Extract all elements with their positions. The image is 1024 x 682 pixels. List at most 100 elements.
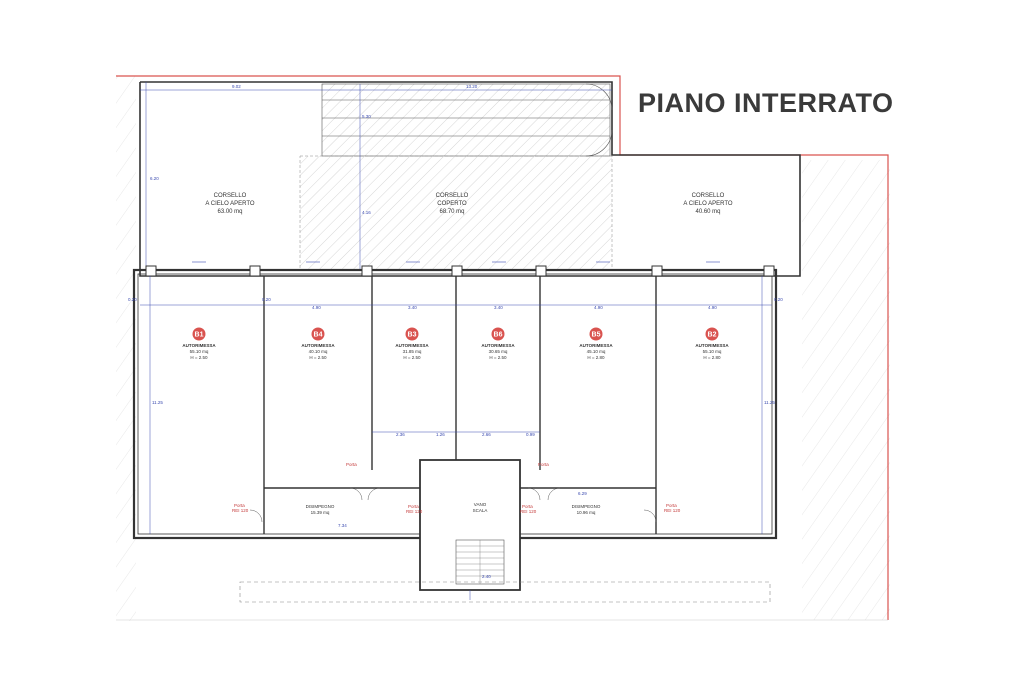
svg-text:CORSELLO: CORSELLO (436, 193, 469, 199)
surrounding-ground-left (116, 76, 136, 621)
corsello-label-3: CORSELLO A CIELO APERTO 40.60 mq (683, 193, 732, 215)
garage-b5: B5 AUTORIMESSA 45.10 mq H = 2.80 (579, 327, 613, 360)
gate-swing (585, 129, 613, 157)
svg-text:REI 120: REI 120 (232, 508, 249, 513)
dim-w-b2: 4.90 (708, 305, 717, 310)
svg-text:63.00 mq: 63.00 mq (217, 209, 242, 215)
stair-label-2: SCALA (473, 508, 488, 513)
svg-text:68.70 mq: 68.70 mq (439, 209, 464, 215)
dim-row-2: 1.26 (436, 432, 445, 437)
dim-disimp-right: 6.29 (578, 491, 587, 496)
corsello-outline (139, 81, 801, 277)
svg-text:40.60 mq: 40.60 mq (695, 209, 720, 215)
svg-text:H = 2.80: H = 2.80 (587, 355, 605, 360)
door-tag: Porta (538, 462, 549, 467)
svg-text:REI 120: REI 120 (406, 509, 423, 514)
svg-text:B6: B6 (494, 332, 503, 339)
badge-b4 (311, 327, 325, 341)
dim-corsello: 4.16 (362, 210, 371, 215)
svg-text:REI 120: REI 120 (664, 508, 681, 513)
dim-ramp: 5.30 (362, 114, 371, 119)
door-swing (643, 509, 657, 523)
pillar (145, 265, 157, 277)
pillar (451, 265, 463, 277)
pillar (249, 265, 261, 277)
svg-text:B5: B5 (592, 332, 601, 339)
svg-text:B3: B3 (408, 332, 417, 339)
dim-wall: 0.20 (262, 297, 271, 302)
dim-top-right: 13.20 (466, 84, 478, 89)
svg-text:AUTORIMESSA: AUTORIMESSA (395, 343, 429, 348)
external-footprint (239, 581, 771, 603)
garage-b1: B1 AUTORIMESSA 55.10 mq H = 2.50 (182, 327, 216, 360)
badge-b5 (589, 327, 603, 341)
svg-text:30.65 mq: 30.65 mq (489, 349, 508, 354)
dim-stair: 2.40 (482, 574, 491, 579)
garage-b6: B6 AUTORIMESSA 30.65 mq H = 2.50 (481, 327, 515, 360)
dim-row-4: 0.99 (526, 432, 535, 437)
badge-b6 (491, 327, 505, 341)
svg-text:AUTORIMESSA: AUTORIMESSA (579, 343, 613, 348)
garage-b3: B3 AUTORIMESSA 31.85 mq H = 2.50 (395, 327, 429, 360)
svg-text:CORSELLO: CORSELLO (692, 193, 725, 199)
svg-text:Porta: Porta (522, 504, 533, 509)
pillar (535, 265, 547, 277)
svg-text:H = 2.50: H = 2.50 (309, 355, 327, 360)
surrounding-ground-right (802, 160, 890, 620)
door-swing (349, 487, 363, 501)
svg-text:COPERTO: COPERTO (437, 201, 467, 207)
dim-h-right: 11.25 (764, 400, 775, 405)
svg-text:REI 120: REI 120 (520, 509, 537, 514)
svg-text:Porta: Porta (538, 462, 549, 467)
disimpegno-right: DISIMPEGNO 10.96 mq (572, 504, 601, 515)
svg-text:AUTORIMESSA: AUTORIMESSA (301, 343, 335, 348)
corsello-coperto-area (299, 155, 613, 271)
door-swing (249, 509, 263, 523)
svg-text:10.96 mq: 10.96 mq (577, 510, 596, 515)
dim-top-left: 9.02 (232, 84, 241, 89)
gate-swing (585, 83, 613, 111)
stair-core (419, 459, 521, 591)
svg-text:B1: B1 (195, 332, 204, 339)
badge-b1 (192, 327, 206, 341)
svg-text:15.39 mq: 15.39 mq (311, 510, 330, 515)
svg-text:Porta: Porta (234, 503, 245, 508)
svg-text:40.10 mq: 40.10 mq (309, 349, 328, 354)
dim-w-b5: 4.90 (594, 305, 603, 310)
svg-text:H = 2.50: H = 2.50 (403, 355, 421, 360)
pillar (361, 265, 373, 277)
badge-b3 (405, 327, 419, 341)
pillar (763, 265, 775, 277)
dim-w-b4: 4.90 (312, 305, 321, 310)
dim-h-left: 11.25 (152, 400, 163, 405)
door-swing (527, 487, 541, 501)
svg-text:55.10 mq: 55.10 mq (703, 349, 722, 354)
garage-b4: B4 AUTORIMESSA 40.10 mq H = 2.50 (301, 327, 335, 360)
badge-b2 (705, 327, 719, 341)
dim-disimp-left: 7.34 (338, 523, 347, 528)
svg-text:Porta: Porta (666, 503, 677, 508)
svg-text:H = 2.50: H = 2.50 (190, 355, 208, 360)
dim-w-b3: 3.40 (408, 305, 417, 310)
disimpegno-left: DISIMPEGNO 15.39 mq (306, 504, 335, 515)
door-swing (547, 487, 561, 501)
garage-b2: B2 AUTORIMESSA 55.10 mq H = 2.80 (695, 327, 729, 360)
corsello-label-1: CORSELLO A CIELO APERTO 63.00 mq (205, 193, 254, 215)
svg-text:DISIMPEGNO: DISIMPEGNO (572, 504, 601, 509)
stair-label-1: VANO (474, 502, 487, 507)
stair-steps (456, 540, 504, 584)
dim-w-b6: 3.40 (494, 305, 503, 310)
svg-text:45.10 mq: 45.10 mq (587, 349, 606, 354)
door-tag: Porta (346, 462, 357, 467)
svg-text:Porta: Porta (346, 462, 357, 467)
dim-row-3: 2.66 (482, 432, 491, 437)
svg-text:A CIELO APERTO: A CIELO APERTO (205, 201, 254, 207)
dim-wall-left: 0.20 (128, 297, 137, 302)
svg-text:55.10 mq: 55.10 mq (190, 349, 209, 354)
svg-text:Porta: Porta (408, 504, 419, 509)
partition-walls (263, 276, 657, 534)
